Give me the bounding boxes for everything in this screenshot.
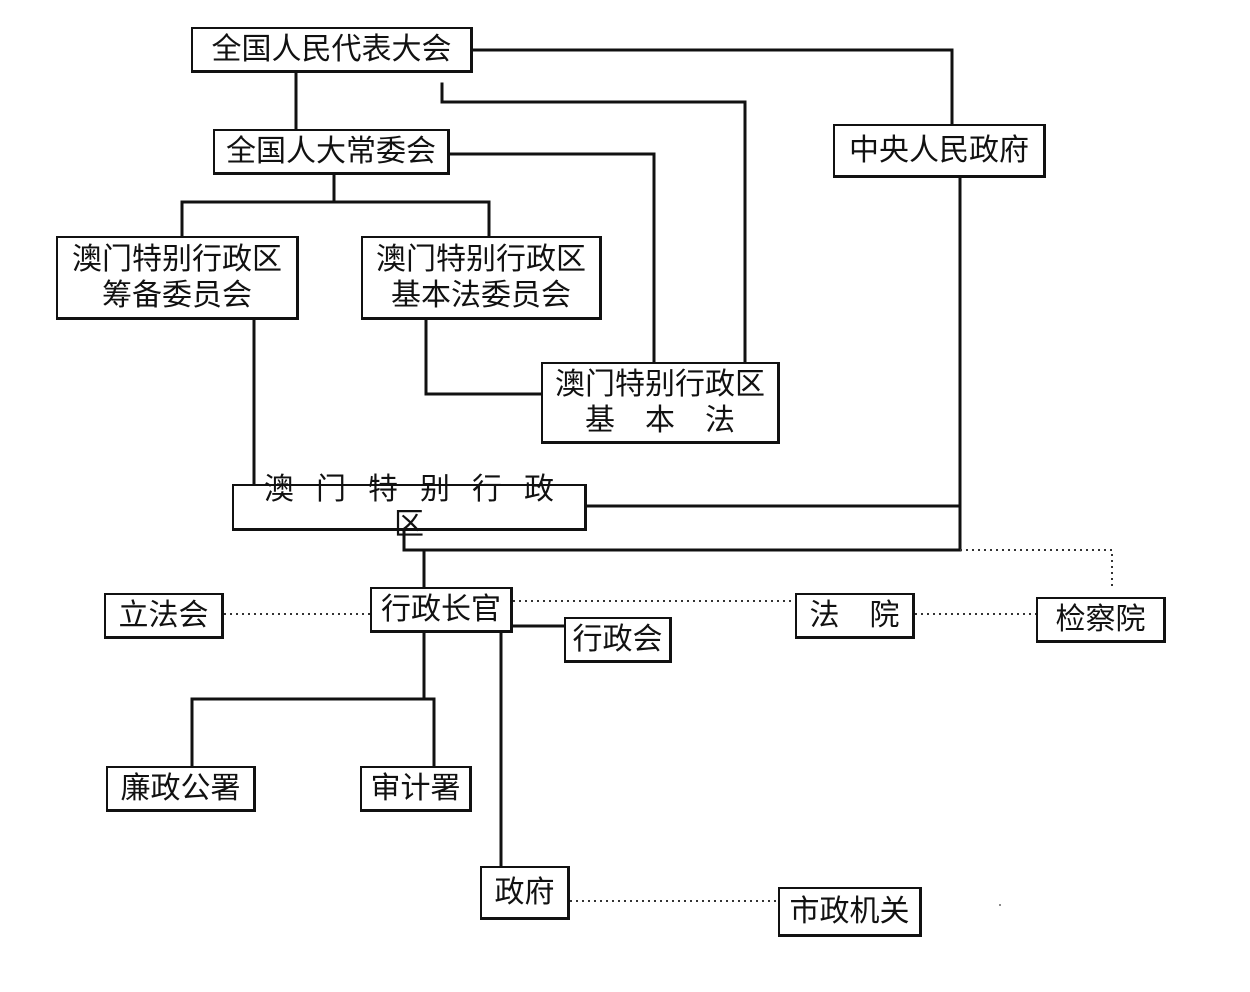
blc-line-1: 澳门特别行政区 [376,242,586,278]
node-macao-sar: 澳门特别行政区 [232,472,587,542]
line-npc-central-gov [470,48,954,126]
basic-law-line-2: 基 本 法 [585,402,735,438]
line-blc-basic-law [424,318,543,396]
line-committees-bar [180,200,491,238]
sar-label: 澳门特别行政区 [264,471,576,542]
line-icac-audit-bar [190,697,436,768]
node-audit: 审计署 [360,766,472,812]
line-sar-bottom [402,529,962,552]
node-executive-council: 行政会 [564,617,672,663]
node-icac: 廉政公署 [106,766,256,812]
node-legislative-council: 立法会 [104,593,224,639]
node-procuratorate: 检察院 [1036,597,1166,643]
node-npc: 全国人民代表大会 [191,27,473,73]
line-npcsc-basic-law [447,152,656,364]
blc-line-2: 基本法委员会 [391,277,571,313]
node-basic-law: 澳门特别行政区 基 本 法 [541,362,780,444]
node-preparatory-committee: 澳门特别行政区 筹备委员会 [56,236,299,320]
dotted-proc-top [960,549,1113,590]
scan-speck [999,904,1001,906]
node-courts: 法 院 [795,593,915,639]
prep-committee-line-2: 筹备委员会 [102,277,252,313]
node-chief-executive: 行政长官 [370,587,513,633]
node-government: 政府 [480,866,570,920]
prep-committee-line-1: 澳门特别行政区 [72,242,282,278]
node-central-government: 中央人民政府 [833,124,1046,178]
node-basic-law-committee: 澳门特别行政区 基本法委员会 [361,236,602,320]
basic-law-line-1: 澳门特别行政区 [555,367,765,403]
line-npc-basic-law [440,82,747,364]
node-municipal: 市政机关 [778,887,922,937]
node-npcsc: 全国人大常委会 [213,129,450,175]
